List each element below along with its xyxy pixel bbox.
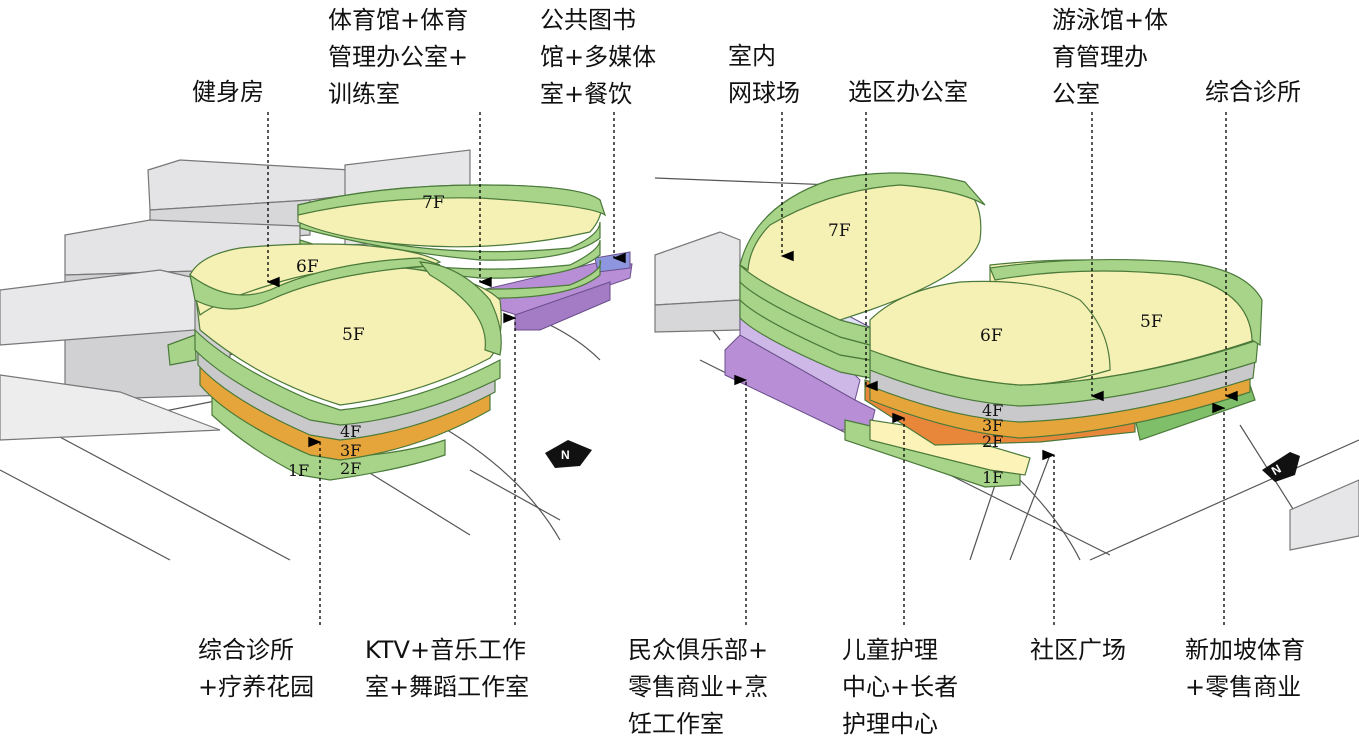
left-main-block bbox=[167, 243, 502, 481]
label-ktv-line1: KTV+音乐工作 bbox=[365, 636, 527, 664]
label-ktv-line2: 室+舞蹈工作室 bbox=[365, 673, 530, 701]
left-floor-5f: 5F bbox=[342, 325, 365, 345]
label-sports-retail-line2: +零售商业 bbox=[1185, 673, 1302, 701]
label-library: 公共图书 馆+多媒体 室+餐饮 bbox=[540, 2, 656, 113]
label-club-line2: 零售商业+烹 bbox=[628, 673, 769, 701]
label-office: 选区办公室 bbox=[848, 74, 968, 111]
label-library-line3: 室+餐饮 bbox=[540, 80, 633, 108]
label-childcare-line2: 中心+长者 bbox=[842, 673, 959, 701]
left-floor-1f: 1F bbox=[288, 461, 309, 480]
label-childcare-line3: 护理中心 bbox=[842, 710, 938, 738]
right-floor-2f: 2F bbox=[982, 432, 1003, 451]
label-clinic-right-line1: 综合诊所 bbox=[1205, 78, 1301, 106]
label-club-line1: 民众俱乐部+ bbox=[628, 636, 769, 664]
label-gym-line1: 健身房 bbox=[192, 78, 264, 106]
label-sports-retail-line1: 新加坡体育 bbox=[1185, 636, 1305, 664]
label-sports-retail: 新加坡体育 +零售商业 bbox=[1185, 632, 1305, 706]
left-floor-7f: 7F bbox=[422, 193, 445, 213]
label-swimming-line3: 公室 bbox=[1052, 80, 1100, 108]
right-tower-block bbox=[739, 172, 986, 379]
label-clinic-right: 综合诊所 bbox=[1205, 74, 1301, 111]
label-swimming: 游泳馆+体 育管理办 公室 bbox=[1052, 2, 1168, 113]
label-sports-hall-line2: 管理办公室+ bbox=[328, 43, 469, 71]
label-tennis: 室内 网球场 bbox=[728, 38, 800, 112]
label-sports-hall-line1: 体育馆+体育 bbox=[328, 6, 469, 34]
label-ktv: KTV+音乐工作 室+舞蹈工作室 bbox=[365, 632, 529, 706]
left-model: 7F 6F 5F 4F 3F 2F 1F N bbox=[0, 149, 633, 561]
label-office-line1: 选区办公室 bbox=[848, 78, 968, 106]
label-plaza: 社区广场 bbox=[1030, 632, 1126, 669]
right-floor-4f: 4F bbox=[982, 401, 1003, 420]
left-floor-3f: 3F bbox=[340, 441, 361, 460]
label-tennis-line2: 网球场 bbox=[728, 79, 800, 107]
label-sports-hall-line3: 训练室 bbox=[328, 80, 400, 108]
label-swimming-line1: 游泳馆+体 bbox=[1052, 6, 1169, 34]
left-floor-4f: 4F bbox=[340, 422, 361, 441]
label-swimming-line2: 育管理办 bbox=[1052, 43, 1148, 71]
left-floor-6f: 6F bbox=[296, 257, 319, 277]
label-club: 民众俱乐部+ 零售商业+烹 饪工作室 bbox=[628, 632, 768, 743]
label-library-line1: 公共图书 bbox=[540, 6, 636, 34]
label-clinic-left-line1: 综合诊所 bbox=[198, 636, 294, 664]
left-north-label: N bbox=[561, 448, 570, 462]
right-floor-1f: 1F bbox=[982, 468, 1003, 487]
leader-lines bbox=[266, 112, 1238, 625]
label-club-line3: 饪工作室 bbox=[628, 710, 724, 738]
right-floor-5f: 5F bbox=[1140, 312, 1163, 332]
label-childcare-line1: 儿童护理 bbox=[842, 636, 938, 664]
right-model: 7F 6F 5F 4F 3F 2F 1F N bbox=[654, 172, 1359, 561]
right-north-arrow-icon: N bbox=[1262, 452, 1300, 482]
label-clinic-left: 综合诊所 +疗养花园 bbox=[198, 632, 314, 706]
left-north-arrow-icon: N bbox=[545, 440, 592, 468]
right-floor-7f: 7F bbox=[828, 221, 851, 241]
left-floor-2f: 2F bbox=[340, 459, 361, 478]
label-gym: 健身房 bbox=[192, 74, 264, 111]
label-clinic-left-line2: +疗养花园 bbox=[198, 673, 315, 701]
left-rear-block bbox=[297, 184, 607, 299]
label-library-line2: 馆+多媒体 bbox=[540, 43, 657, 71]
label-plaza-line1: 社区广场 bbox=[1030, 636, 1126, 664]
label-childcare: 儿童护理 中心+长者 护理中心 bbox=[842, 632, 958, 743]
right-floor-6f: 6F bbox=[980, 326, 1003, 346]
label-sports-hall: 体育馆+体育 管理办公室+ 训练室 bbox=[328, 2, 468, 113]
right-floor-3f: 3F bbox=[982, 416, 1003, 435]
right-main-block bbox=[869, 258, 1263, 439]
label-tennis-line1: 室内 bbox=[728, 42, 776, 70]
